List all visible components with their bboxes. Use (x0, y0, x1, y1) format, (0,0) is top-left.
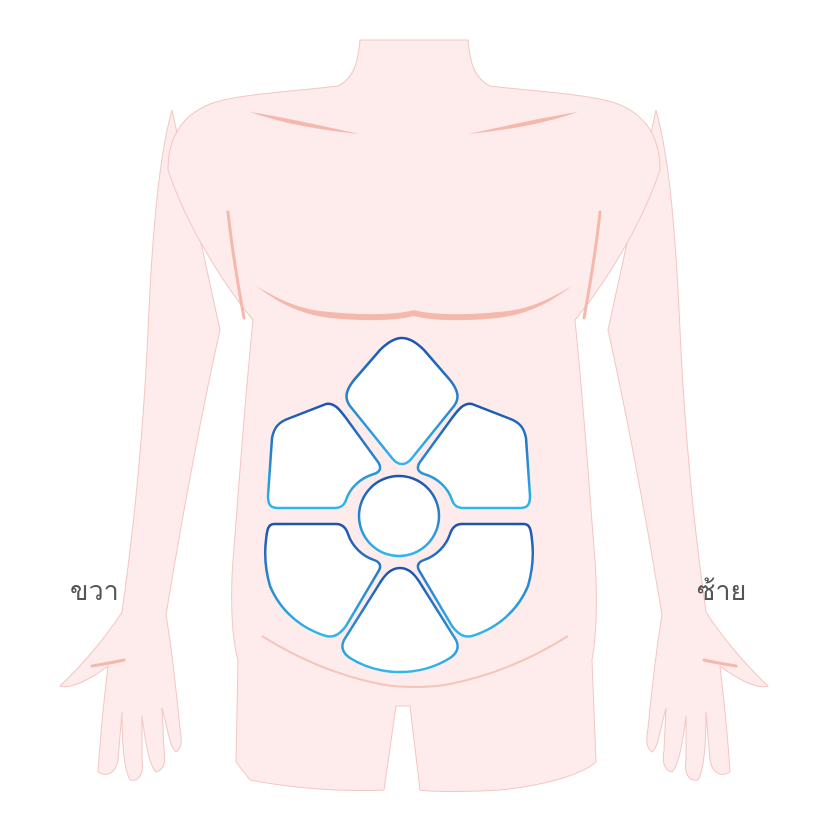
left-palm-crease (702, 658, 738, 668)
region-upper-middle[interactable] (345, 336, 459, 466)
region-upper-left[interactable] (416, 402, 532, 510)
label-right-side: ขวา (70, 576, 119, 607)
region-center[interactable] (357, 474, 441, 558)
chest-underline (256, 286, 572, 321)
right-arm (59, 109, 221, 781)
abdominal-regions (263, 336, 535, 674)
left-side-line (582, 210, 602, 320)
hip-line (261, 635, 569, 688)
right-side-line (226, 210, 246, 320)
right-palm-crease (90, 658, 126, 668)
right-chest-line (250, 112, 360, 134)
label-left-side: ซ้าย (697, 576, 747, 607)
region-lower-right[interactable] (263, 522, 382, 638)
region-lower-middle[interactable] (341, 566, 459, 674)
region-upper-right[interactable] (266, 402, 382, 510)
region-lower-left[interactable] (416, 522, 535, 638)
left-chest-line (468, 112, 578, 134)
left-arm (607, 109, 769, 781)
